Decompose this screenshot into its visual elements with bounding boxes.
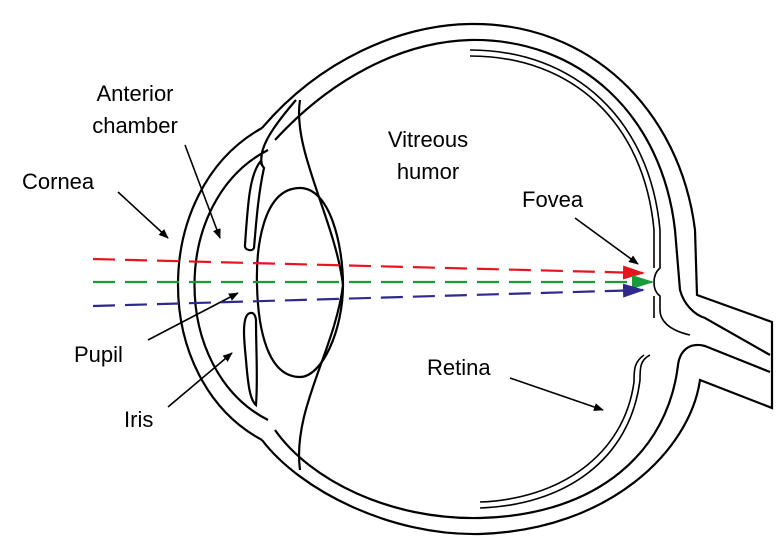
label-line: Vitreous xyxy=(387,127,469,152)
retina-arrow xyxy=(509,377,604,411)
label-cornea: Cornea xyxy=(22,169,95,194)
iris-upper xyxy=(243,160,266,252)
iris-lower xyxy=(242,311,258,408)
label-line: chamber xyxy=(92,113,178,138)
retina xyxy=(469,49,691,336)
label-line: Anterior xyxy=(96,81,174,106)
ray-bottom xyxy=(92,283,645,308)
cornea-arrow xyxy=(117,191,169,239)
label-line: humor xyxy=(396,159,460,184)
sclera-outer xyxy=(261,22,774,536)
iris-arrow xyxy=(167,352,233,408)
label-retina: Retina xyxy=(427,355,491,380)
cornea xyxy=(176,127,263,441)
label-fovea: Fovea xyxy=(522,187,584,212)
pupil-arrow xyxy=(147,292,239,341)
fovea-arrow xyxy=(574,217,639,265)
ray-top xyxy=(92,257,645,280)
label-pupil: Pupil xyxy=(74,342,123,367)
label-anterior-chamber: Anterior chamber xyxy=(72,78,198,142)
label-vitreous-humor: Vitreous humor xyxy=(378,124,478,188)
lens xyxy=(255,186,345,379)
anterior-chamber-arrow xyxy=(184,144,221,239)
label-iris: Iris xyxy=(124,407,154,432)
